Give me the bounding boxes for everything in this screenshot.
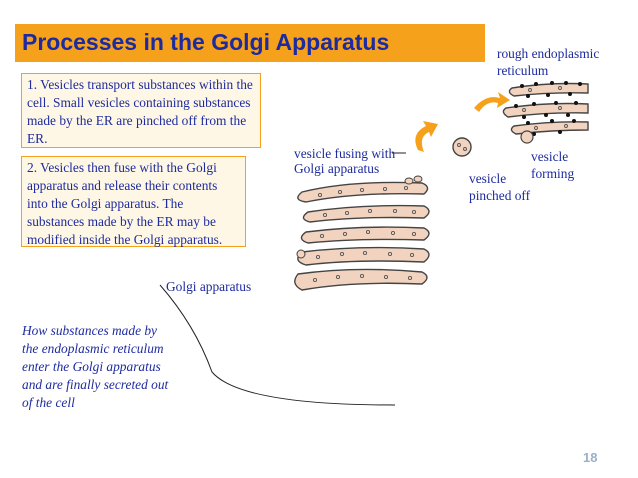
rough-er-label-line1: rough endoplasmic (497, 46, 600, 61)
step-1-box: 1. Vesicles transport substances within … (21, 73, 261, 148)
caption-line: and are finally secreted out (22, 377, 169, 392)
curved-arrow-icon (415, 121, 438, 152)
vesicle-fusing-label-line2: Golgi apparatus (294, 161, 380, 176)
golgi-cisterna-5 (294, 268, 428, 291)
caption-line: enter the Golgi apparatus (22, 359, 161, 374)
golgi-label: Golgi apparatus (166, 279, 252, 294)
vesicle-forming-label-line1: vesicle (531, 149, 569, 164)
caption-line: How substances made by (22, 323, 158, 338)
er-cisterna-2 (502, 102, 589, 118)
caption-line: the endoplasmic reticulum (22, 341, 164, 356)
golgi-cisterna-1 (297, 181, 429, 203)
step-2-box: 2. Vesicles then fuse with the Golgi app… (21, 156, 246, 247)
golgi-cisterna-2 (302, 204, 430, 223)
caption-line: of the cell (22, 395, 75, 410)
caption: How substances made by the endoplasmic r… (22, 322, 168, 412)
golgi-cisterna-3 (300, 226, 430, 244)
vesicle-fusing-label-line1: vesicle fusing with (294, 146, 396, 161)
vesicle-pinched-label-line2: pinched off (469, 188, 531, 203)
rough-er-label-line2: reticulum (497, 63, 549, 78)
vesicle-forming-label-line2: forming (531, 166, 575, 181)
vesicle-pinched-label-line1: vesicle (469, 171, 507, 186)
er-cisterna-1 (508, 82, 589, 97)
page-number: 18 (583, 450, 598, 465)
title-bar: Processes in the Golgi Apparatus (15, 24, 485, 62)
page-title: Processes in the Golgi Apparatus (22, 29, 390, 55)
golgi-apparatus (294, 181, 430, 291)
rough-endoplasmic-reticulum (502, 82, 589, 135)
pointer-lines (159, 152, 406, 406)
curved-arrow-icon (474, 92, 510, 112)
vesicle-forming (520, 130, 534, 144)
vesicle-pinched-off (452, 137, 472, 157)
golgi-cisterna-4 (297, 246, 430, 266)
